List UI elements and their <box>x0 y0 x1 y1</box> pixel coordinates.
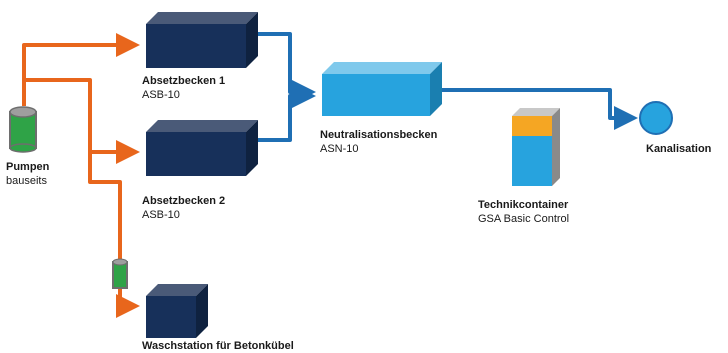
technikcontainer-icon <box>512 108 560 186</box>
technikcontainer-title: Technikcontainer <box>478 199 569 211</box>
pipe-to-waschstation <box>88 152 122 262</box>
pipe-pump-to-absetzbecken-1 <box>22 33 140 106</box>
orange-pipes <box>22 33 140 318</box>
pipe-neutralisation-to-kanalisation <box>440 88 638 130</box>
technikcontainer-subtitle: GSA Basic Control <box>478 213 570 225</box>
label-neutralisationsbecken: Neutralisationsbecken ASN-10 <box>320 128 437 156</box>
absetzbecken-1-title: Absetzbecken 1 <box>142 75 226 87</box>
neutralisationsbecken-tank-icon <box>322 62 442 116</box>
label-waschstation: Waschstation für Betonkübel <box>142 340 294 352</box>
label-kanalisation: Kanalisation <box>646 142 711 156</box>
waschstation-tank-icon <box>146 284 208 338</box>
label-absetzbecken-1: Absetzbecken 1 ASB-10 <box>142 74 225 102</box>
pipe-absetzbecken-2-to-neutralisation <box>254 84 316 142</box>
pumpen-subtitle: bauseits <box>6 175 47 187</box>
label-absetzbecken-2: Absetzbecken 2 ASB-10 <box>142 194 225 222</box>
neutralisationsbecken-subtitle: ASN-10 <box>320 143 359 155</box>
pipe-pump-to-absetzbecken-2 <box>24 78 140 164</box>
pumpen-title: Pumpen <box>6 161 50 173</box>
absetzbecken-1-subtitle: ASB-10 <box>142 89 180 101</box>
kanalisation-icon <box>639 101 673 135</box>
neutralisationsbecken-title: Neutralisationsbecken <box>320 129 438 141</box>
label-technikcontainer: Technikcontainer GSA Basic Control <box>478 198 569 226</box>
absetzbecken-2-title: Absetzbecken 2 <box>142 195 226 207</box>
absetzbecken-2-subtitle: ASB-10 <box>142 209 180 221</box>
blue-pipes <box>254 32 638 142</box>
pipe-filter-to-waschstation <box>116 288 140 318</box>
filter-icon <box>112 258 128 289</box>
absetzbecken-2-tank-icon <box>146 120 258 176</box>
pump-icon <box>9 106 37 153</box>
kanalisation-title: Kanalisation <box>646 143 712 155</box>
label-pumpen: Pumpen bauseits <box>6 160 49 188</box>
pipe-absetzbecken-1-to-neutralisation <box>254 32 316 104</box>
waschstation-title: Waschstation für Betonkübel <box>142 340 294 352</box>
absetzbecken-1-tank-icon <box>146 12 258 68</box>
